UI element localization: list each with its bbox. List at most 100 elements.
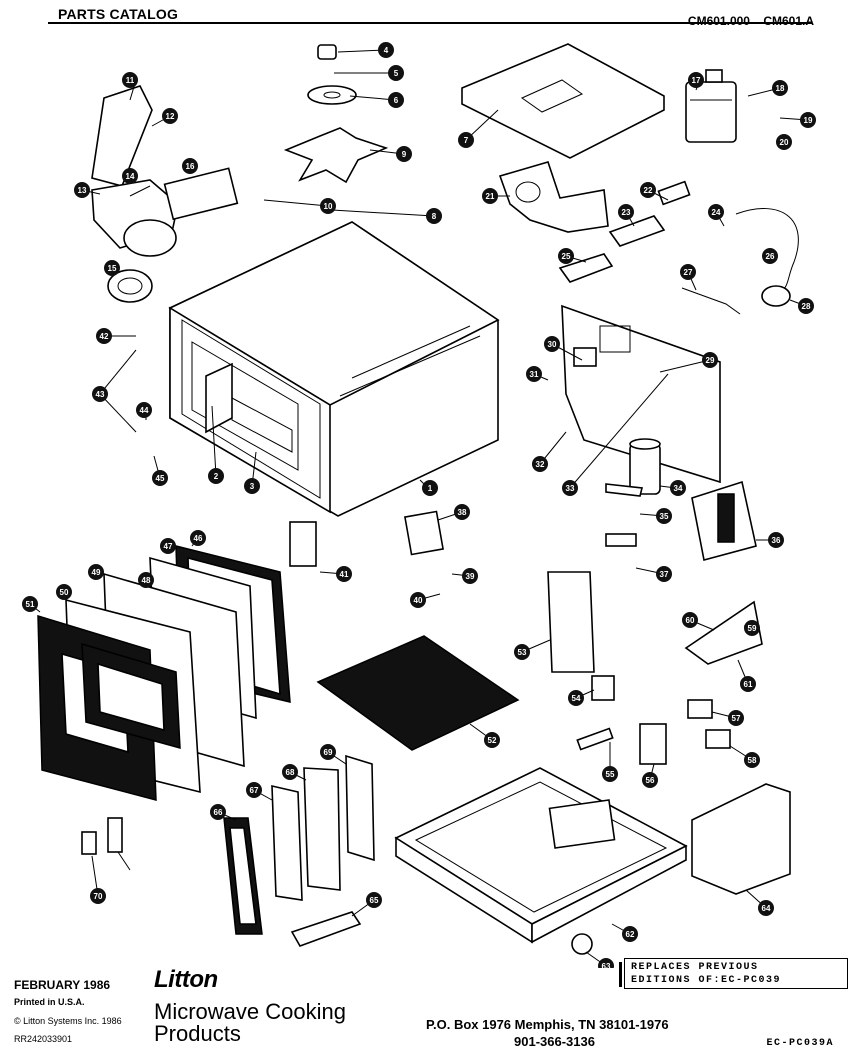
callout-34: 34 [670,480,686,496]
fan-motor-parts [283,44,389,184]
callout-number: 42 [100,332,109,341]
callout-circle [208,468,224,484]
callout-21: 21 [482,188,498,204]
callout-circle [410,592,426,608]
power-cord [681,208,799,315]
capacitor [629,438,661,495]
callout-circle [702,352,718,368]
callout-number: 2 [214,472,219,481]
door-assembly [37,545,291,801]
callout-46: 46 [190,530,206,546]
callout-number: 5 [394,69,399,78]
callout-circle [744,752,760,768]
callout-number: 61 [744,680,753,689]
callout-number: 59 [748,624,757,633]
callout-61: 61 [740,676,756,692]
callout-17: 17 [688,72,704,88]
callout-68: 68 [282,764,298,780]
callout-48: 48 [138,572,154,588]
callout-number: 67 [250,786,259,795]
callout-circle [458,132,474,148]
document-code: RR242033901 [14,1034,73,1044]
callout-number: 40 [414,596,423,605]
callout-circle [708,204,724,220]
callout-circle [682,612,698,628]
callout-38: 38 [454,504,470,520]
callout-number: 38 [458,508,467,517]
callout-8: 8 [426,208,442,224]
mailing-address: P.O. Box 1976 Memphis, TN 38101-1976 [426,1017,669,1032]
callout-37: 37 [656,566,672,582]
callout-circle [56,584,72,600]
callout-circle [104,260,120,276]
callout-circle [642,772,658,788]
callout-number: 30 [548,340,557,349]
callout-number: 47 [164,542,173,551]
callout-number: 21 [486,192,495,201]
blower-motor-assembly [91,85,179,303]
callout-circle [90,888,106,904]
callout-number: 65 [370,896,379,905]
callout-number: 36 [772,536,781,545]
callout-circle [656,508,672,524]
callout-circle [482,188,498,204]
callout-number: 12 [166,112,175,121]
side-panel [691,783,791,895]
callout-13: 13 [74,182,90,198]
callout-18: 18 [772,80,788,96]
callout-42: 42 [96,328,112,344]
callout-circle [162,108,178,124]
callout-number: 69 [324,748,333,757]
callout-circle [568,690,584,706]
cabinet-assembly [168,221,500,517]
callout-60: 60 [682,612,698,628]
air-duct [498,161,609,233]
callout-26: 26 [762,248,778,264]
callout-number: 34 [674,484,683,493]
callout-number: 18 [776,84,785,93]
callout-circle [336,566,352,582]
callout-number: 29 [706,356,715,365]
brand-logo: Litton [154,966,218,993]
callout-63: 63 [598,958,614,968]
callout-number: 19 [804,116,813,125]
callout-64: 64 [758,900,774,916]
callout-7: 7 [458,132,474,148]
callout-32: 32 [532,456,548,472]
exploded-parts-diagram: 1234567891011121314151617181920212223242… [22,42,816,968]
callout-number: 39 [466,572,475,581]
printed-in: Printed in U.S.A. [14,997,85,1007]
callout-29: 29 [702,352,718,368]
callout-number: 43 [96,390,105,399]
callout-58: 58 [744,752,760,768]
callout-19: 19 [800,112,816,128]
callout-50: 50 [56,584,72,600]
callout-circle [670,480,686,496]
header-rule [48,22,812,24]
callout-22: 22 [640,182,656,198]
control-panel-backplate [561,304,721,484]
callout-51: 51 [22,596,38,612]
model-number-2: CM601.A [763,14,814,28]
callout-number: 9 [402,150,407,159]
callout-28: 28 [798,298,814,314]
callout-4: 4 [378,42,394,58]
callout-number: 16 [186,162,195,171]
replaces-line-2: EDITIONS OF:EC-PC039 [631,975,782,986]
callout-circle [728,710,744,726]
callout-number: 44 [140,406,149,415]
callout-circle [602,766,618,782]
callout-number: 68 [286,768,295,777]
callout-62: 62 [622,926,638,942]
callout-number: 10 [324,202,333,211]
callout-circle [656,566,672,582]
callout-circle [800,112,816,128]
callout-circle [762,248,778,264]
callout-56: 56 [642,772,658,788]
callout-41: 41 [336,566,352,582]
callout-30: 30 [544,336,560,352]
callout-circle [182,158,198,174]
oven-tray [316,635,520,751]
callout-36: 36 [768,532,784,548]
callout-6: 6 [388,92,404,108]
